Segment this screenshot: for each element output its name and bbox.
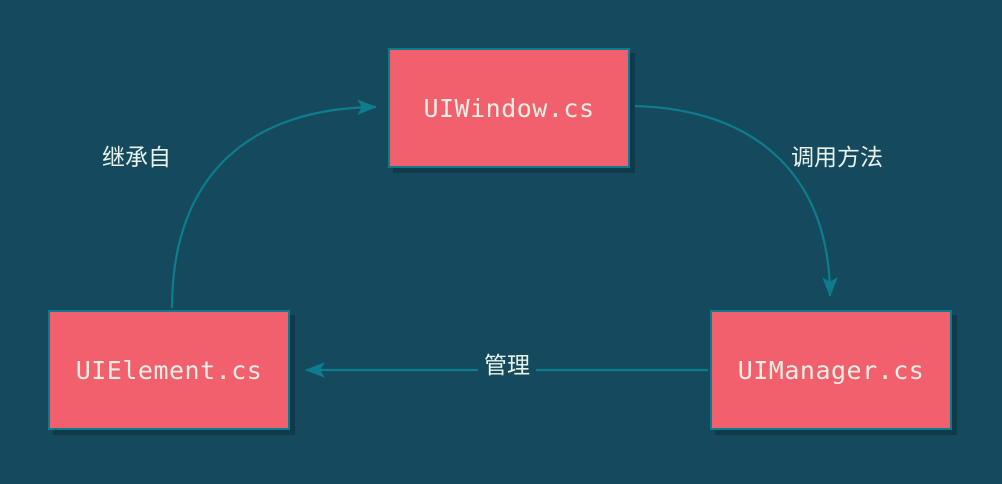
node-uiwindow[interactable]: UIWindow.cs xyxy=(388,48,630,168)
edge-label-inherits: 继承自 xyxy=(102,145,171,171)
edge-uiwindow-to-uimanager xyxy=(631,104,838,298)
node-uielement-label: UIElement.cs xyxy=(75,355,263,385)
edge-uielement-to-uiwindow xyxy=(170,99,378,309)
edge-label-manages: 管理 xyxy=(478,352,536,381)
node-uimanager[interactable]: UIManager.cs xyxy=(710,310,952,430)
node-uiwindow-label: UIWindow.cs xyxy=(423,93,595,123)
node-uimanager-label: UIManager.cs xyxy=(737,355,925,385)
edge-label-calls: 调用方法 xyxy=(791,145,883,171)
node-uielement[interactable]: UIElement.cs xyxy=(48,310,290,430)
